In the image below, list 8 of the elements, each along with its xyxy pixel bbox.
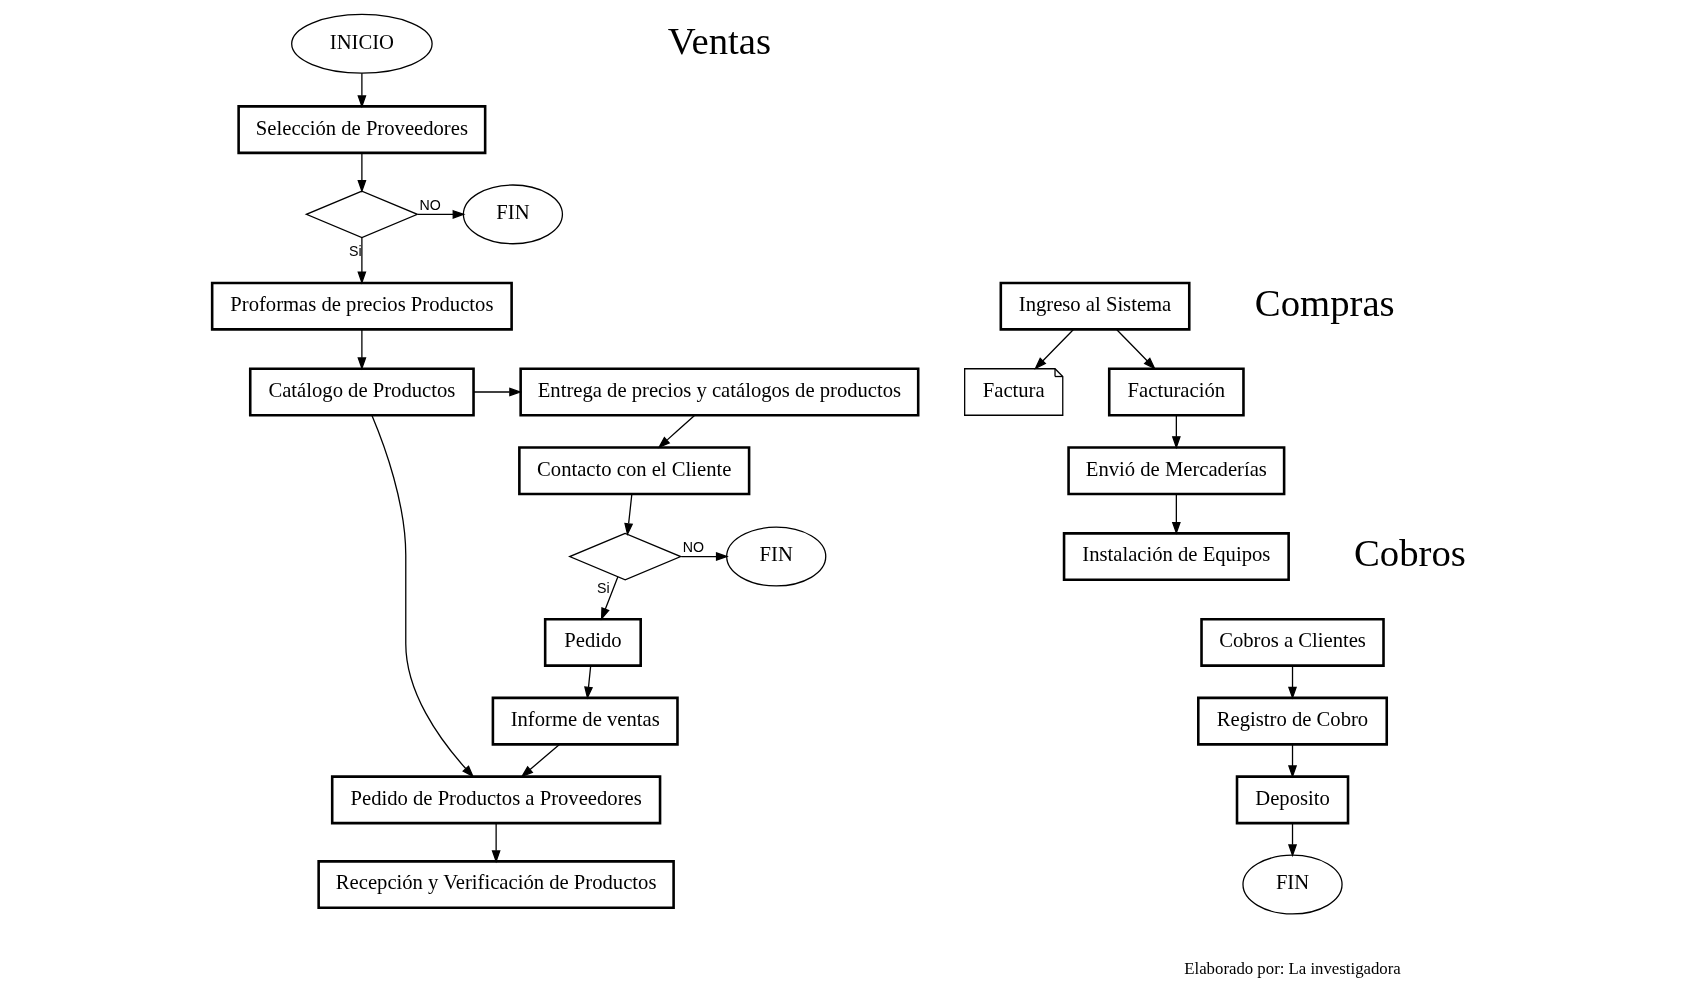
label: Cobros [1354, 531, 1466, 575]
edge-label: Si [597, 580, 610, 597]
edge-label: Si [349, 242, 362, 259]
label: Compras [1254, 280, 1395, 324]
label: Elaborado por: La investigadora [1184, 958, 1401, 978]
label: Ventas [667, 18, 772, 62]
edge-label: NO [419, 197, 441, 214]
edge-label: NO [682, 539, 705, 556]
